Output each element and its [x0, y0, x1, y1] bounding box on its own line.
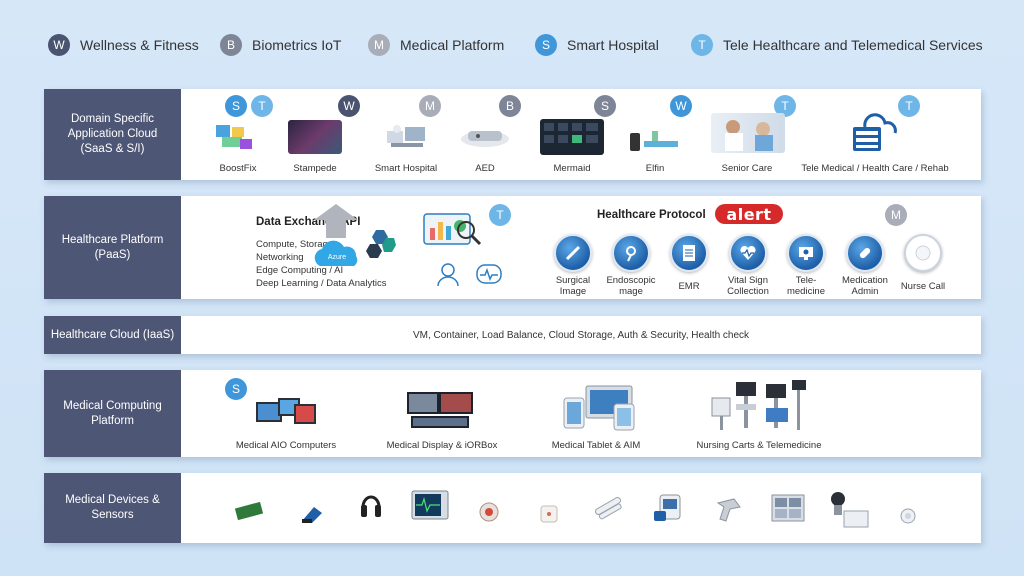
- caption-smart-hospital: Smart Hospital: [374, 163, 438, 174]
- surgical-image-icon: [554, 234, 592, 272]
- badge-w: W: [670, 95, 692, 117]
- mermaid-image: [540, 119, 604, 155]
- boostfix-image: [214, 121, 254, 153]
- data-exchange-api-list: Compute, Storage, Networking Edge Comput…: [256, 239, 387, 289]
- protocol-label: Endoscopic mage: [606, 275, 656, 297]
- blood-pressure-meter-icon: [654, 494, 681, 521]
- azure-label: Azure: [327, 254, 347, 261]
- legend-label: Biometrics IoT: [252, 37, 342, 53]
- row-label-devices: Medical Devices & Sensors: [44, 473, 181, 543]
- badge-w: W: [48, 34, 70, 56]
- caption-stampede: Stampede: [293, 163, 337, 174]
- row-iaas: Healthcare Cloud (IaaS) VM, Container, L…: [44, 316, 981, 354]
- ultrasound-probe-icon: [302, 507, 322, 523]
- badge-s: S: [594, 95, 616, 117]
- pcb-board-icon: [234, 501, 264, 521]
- caption-senior-care: Senior Care: [721, 163, 773, 174]
- telemedicine-icon: [787, 234, 825, 272]
- caption-tele-medical: Tele Medical / Health Care / Rehab: [801, 163, 949, 174]
- endoscopic-image-icon: [612, 234, 650, 272]
- badge-m: M: [885, 204, 907, 226]
- protocol-label: Nurse Call: [900, 281, 946, 292]
- aed-image: [458, 125, 512, 149]
- badge-m: M: [368, 34, 390, 56]
- medical-tablet-image: [563, 385, 635, 431]
- row-saas: Domain Specific Application Cloud (SaaS …: [44, 89, 981, 180]
- legend-label: Smart Hospital: [567, 37, 659, 53]
- heartbeat-chat-icon: [476, 264, 502, 284]
- badge-s: S: [535, 34, 557, 56]
- row-label-iaas: Healthcare Cloud (IaaS): [44, 316, 181, 354]
- stampede-image: [288, 120, 342, 154]
- legend-item-medical-platform: M Medical Platform: [368, 34, 504, 56]
- badge-t: T: [251, 95, 273, 117]
- row-paas: Healthcare Platform (PaaS) Data Exchange…: [44, 196, 981, 299]
- legend-label: Tele Healthcare and Telemedical Services: [723, 37, 983, 53]
- headphones-icon: [361, 495, 381, 517]
- badge-t: T: [489, 204, 511, 226]
- healthcare-protocol-title: Healthcare Protocol: [597, 209, 706, 221]
- barcode-scanner-icon: [716, 498, 741, 522]
- vital-sign-heart-icon: [729, 234, 767, 272]
- legend-item-smart-hospital: S Smart Hospital: [535, 34, 659, 56]
- row-computing: Medical Computing Platform S Medical AIO…: [44, 370, 981, 457]
- legend: W Wellness & Fitness B Biometrics IoT M …: [48, 34, 988, 64]
- analytics-dashboard-icon: [423, 213, 482, 246]
- protocol-label: Medication Admin: [842, 275, 888, 297]
- smart-hospital-image: [383, 121, 431, 153]
- iaas-services-text: VM, Container, Load Balance, Cloud Stora…: [412, 329, 750, 341]
- protocol-label: Vital Sign Collection: [727, 275, 769, 297]
- badge-t: T: [898, 95, 920, 117]
- alert-logo: alert: [715, 204, 783, 224]
- row-label-paas: Healthcare Platform (PaaS): [44, 196, 181, 299]
- legend-item-biometrics: B Biometrics IoT: [220, 34, 341, 56]
- legend-label: Wellness & Fitness: [80, 37, 199, 53]
- aio-computers-image: [256, 398, 316, 424]
- badge-t: T: [774, 95, 796, 117]
- cloud-server-icon: [847, 107, 903, 155]
- sensor-patch-icon: [540, 505, 558, 523]
- badge-t: T: [691, 34, 713, 56]
- azure-cloud-icon: Azure: [310, 240, 364, 268]
- thermometer-icon: [594, 497, 622, 520]
- protocol-label: Surgical Image: [555, 275, 591, 297]
- senior-care-image: [711, 113, 785, 153]
- legend-label: Medical Platform: [400, 37, 505, 53]
- wearable-tag-icon: [900, 508, 916, 524]
- medical-display-image: [407, 392, 473, 428]
- caption-tablet: Medical Tablet & AIM: [551, 440, 641, 451]
- user-doctor-icon: [437, 263, 459, 287]
- caption-display: Medical Display & iORBox: [386, 440, 498, 451]
- caption-aio: Medical AIO Computers: [235, 440, 337, 451]
- protocol-label: EMR: [678, 281, 700, 292]
- nursing-carts-image: [711, 380, 806, 430]
- badge-w: W: [338, 95, 360, 117]
- protocol-label: Tele- medicine: [786, 275, 826, 297]
- upload-arrow-icon: [314, 204, 358, 238]
- medication-capsule-icon: [846, 234, 884, 272]
- emr-document-icon: [670, 234, 708, 272]
- caption-mermaid: Mermaid: [553, 163, 591, 174]
- nurse-call-icon: [904, 234, 942, 272]
- hexagon-cluster-icon: [366, 230, 396, 258]
- legend-item-wellness: W Wellness & Fitness: [48, 34, 199, 56]
- elfin-image: [630, 127, 680, 153]
- row-label-computing: Medical Computing Platform: [44, 370, 181, 457]
- badge-s: S: [225, 378, 247, 400]
- caption-elfin: Elfin: [645, 163, 665, 174]
- camera-device-icon: [831, 492, 869, 528]
- caption-aed: AED: [475, 163, 495, 174]
- legend-item-tele-healthcare: T Tele Healthcare and Telemedical Servic…: [691, 34, 983, 56]
- badge-b: B: [220, 34, 242, 56]
- patient-monitor-icon: [411, 490, 449, 520]
- badge-s: S: [225, 95, 247, 117]
- caption-boostfix: BoostFix: [219, 163, 257, 174]
- badge-m: M: [419, 95, 441, 117]
- medicine-cabinet-icon: [771, 494, 805, 522]
- badge-b: B: [499, 95, 521, 117]
- row-label-saas: Domain Specific Application Cloud (SaaS …: [44, 89, 181, 180]
- caption-carts: Nursing Carts & Telemedicine: [696, 440, 822, 451]
- sensor-button-icon: [479, 502, 499, 522]
- row-devices: Medical Devices & Sensors: [44, 473, 981, 543]
